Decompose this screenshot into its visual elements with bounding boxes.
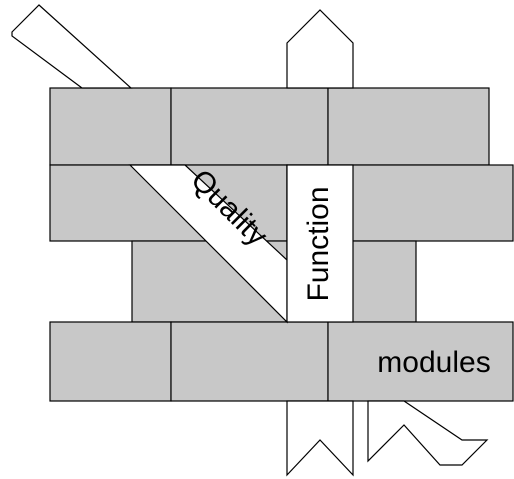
brick (49, 321, 172, 402)
brick-row-4 (49, 321, 514, 402)
brick (327, 321, 514, 402)
brick (170, 321, 329, 402)
ribbon-tail-right (367, 400, 489, 466)
ribbon-tail-left (286, 400, 354, 477)
brick-row-1 (49, 87, 490, 166)
quality-ribbon-tail (11, 4, 133, 89)
brick (327, 87, 490, 166)
brick (170, 87, 329, 166)
function-ribbon (286, 164, 354, 323)
modules-label: modules (377, 346, 490, 379)
function-ribbon-head (286, 9, 354, 89)
brick-row-2 (49, 164, 514, 242)
brick (49, 87, 172, 166)
function-label: Function (302, 186, 335, 301)
